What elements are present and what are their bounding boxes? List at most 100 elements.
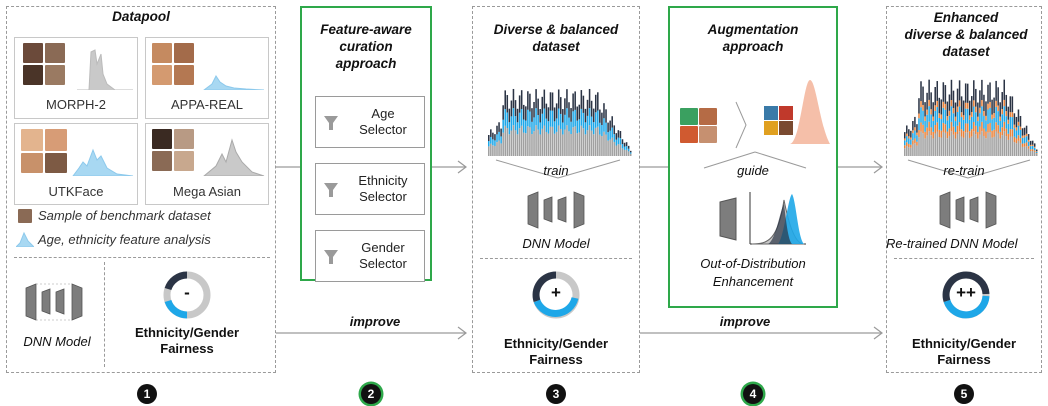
histogram-bar [1031,149,1034,151]
histogram-bar [572,93,574,112]
histogram-bar [619,144,622,156]
histogram-bar [932,120,934,132]
histogram-bar [584,108,587,123]
histogram-bar [1005,94,1008,112]
histogram-bar [613,125,616,135]
histogram-bar [1003,79,1006,100]
histogram-bar [504,125,506,156]
histogram-bar [1029,144,1032,147]
histogram-bar [516,134,519,156]
histogram-bar [940,99,943,115]
dataset-label-mega-asian: Mega Asian [173,184,241,199]
histogram-bar [971,111,973,117]
histogram-bar [942,107,945,123]
histogram-bar [537,115,539,130]
histogram-bar [999,120,1001,132]
histogram-bar [938,129,941,138]
histogram-bar [906,133,908,137]
histogram-bar [510,100,513,117]
histogram-bar [1017,140,1020,156]
histogram-bar [621,144,624,149]
histogram-bar [930,127,932,136]
histogram-bar [594,127,597,156]
histogram-bar [920,81,922,102]
histogram-bar [944,109,947,125]
histogram-bar [985,131,987,139]
histogram-bar [490,136,492,144]
histogram-bar [613,141,616,156]
histogram-bar [916,141,918,146]
histogram-bar [910,144,912,148]
histogram-bar [549,126,552,156]
histogram-bar [500,136,502,144]
histogram-bar [916,145,918,156]
histogram-bar [488,135,490,142]
dataset-utkface: UTKFace [14,123,138,205]
dataset-label-morph2: MORPH-2 [46,97,106,112]
histogram-bar [989,82,991,102]
model-label-5: Re-trained DNN Model [886,236,1018,251]
histogram-bar [1029,146,1032,150]
histogram-bar [975,112,977,126]
histogram-bar [623,142,626,147]
histogram-bar [936,131,939,156]
histogram-bar [987,103,989,110]
histogram-bar [910,147,912,156]
histogram-bar [541,113,544,129]
model-label-1: DNN Model [23,334,91,349]
histogram-bar [1003,121,1006,132]
histogram-bar [1033,151,1036,156]
histogram-bar [627,145,630,149]
fairness-label-5a: Ethnicity/Gender [911,336,1017,351]
histogram-bar [966,108,969,124]
histogram-bar [946,101,949,116]
histogram-bar [582,128,585,156]
histogram-bar [956,112,959,126]
histogram-bar [962,137,965,156]
histogram-bar [1001,135,1003,156]
histogram-bar [924,131,926,139]
mega-asian-histogram [203,138,265,176]
histogram-bar [506,112,509,129]
histogram-bar [601,136,603,156]
histogram-bar [940,137,943,156]
histogram-bar [971,96,973,112]
histogram-bar [993,129,995,137]
histogram-bar [997,111,999,126]
histogram-bar [1005,111,1008,117]
aug-face-1 [680,108,698,125]
histogram-bar [611,127,613,138]
histogram-bar [904,145,906,149]
step-1-badge: 1 [137,384,157,404]
histogram-bar [527,91,529,110]
age-selector-label-2: Selector [359,122,407,137]
histogram-bar [1029,140,1032,145]
appa-real-histogram [203,75,265,90]
histogram-bar [525,133,527,156]
histogram-bar [910,139,912,145]
histogram-bar [958,100,961,107]
histogram-bar [590,100,593,117]
histogram-bar [510,130,513,156]
histogram-bar [1025,133,1028,137]
fairness-symbol-3: + [551,283,561,302]
histogram-bar [956,125,959,135]
histogram-bar [960,112,963,118]
histogram-bar [545,131,548,156]
histogram-bar [1009,117,1012,130]
histogram-bar [912,130,914,134]
histogram-bar [617,130,620,138]
histogram-bar [578,104,581,120]
histogram-bar [508,134,511,156]
histogram-bar [926,109,928,115]
histogram-bar [1015,116,1018,128]
histogram-bar [912,121,914,131]
chevron-right-icon [735,101,747,149]
improve-arrow-label-2: improve [719,314,771,329]
fairness-gauge-3 [532,271,580,319]
histogram-bar [922,86,924,105]
histogram-bar [533,101,535,118]
